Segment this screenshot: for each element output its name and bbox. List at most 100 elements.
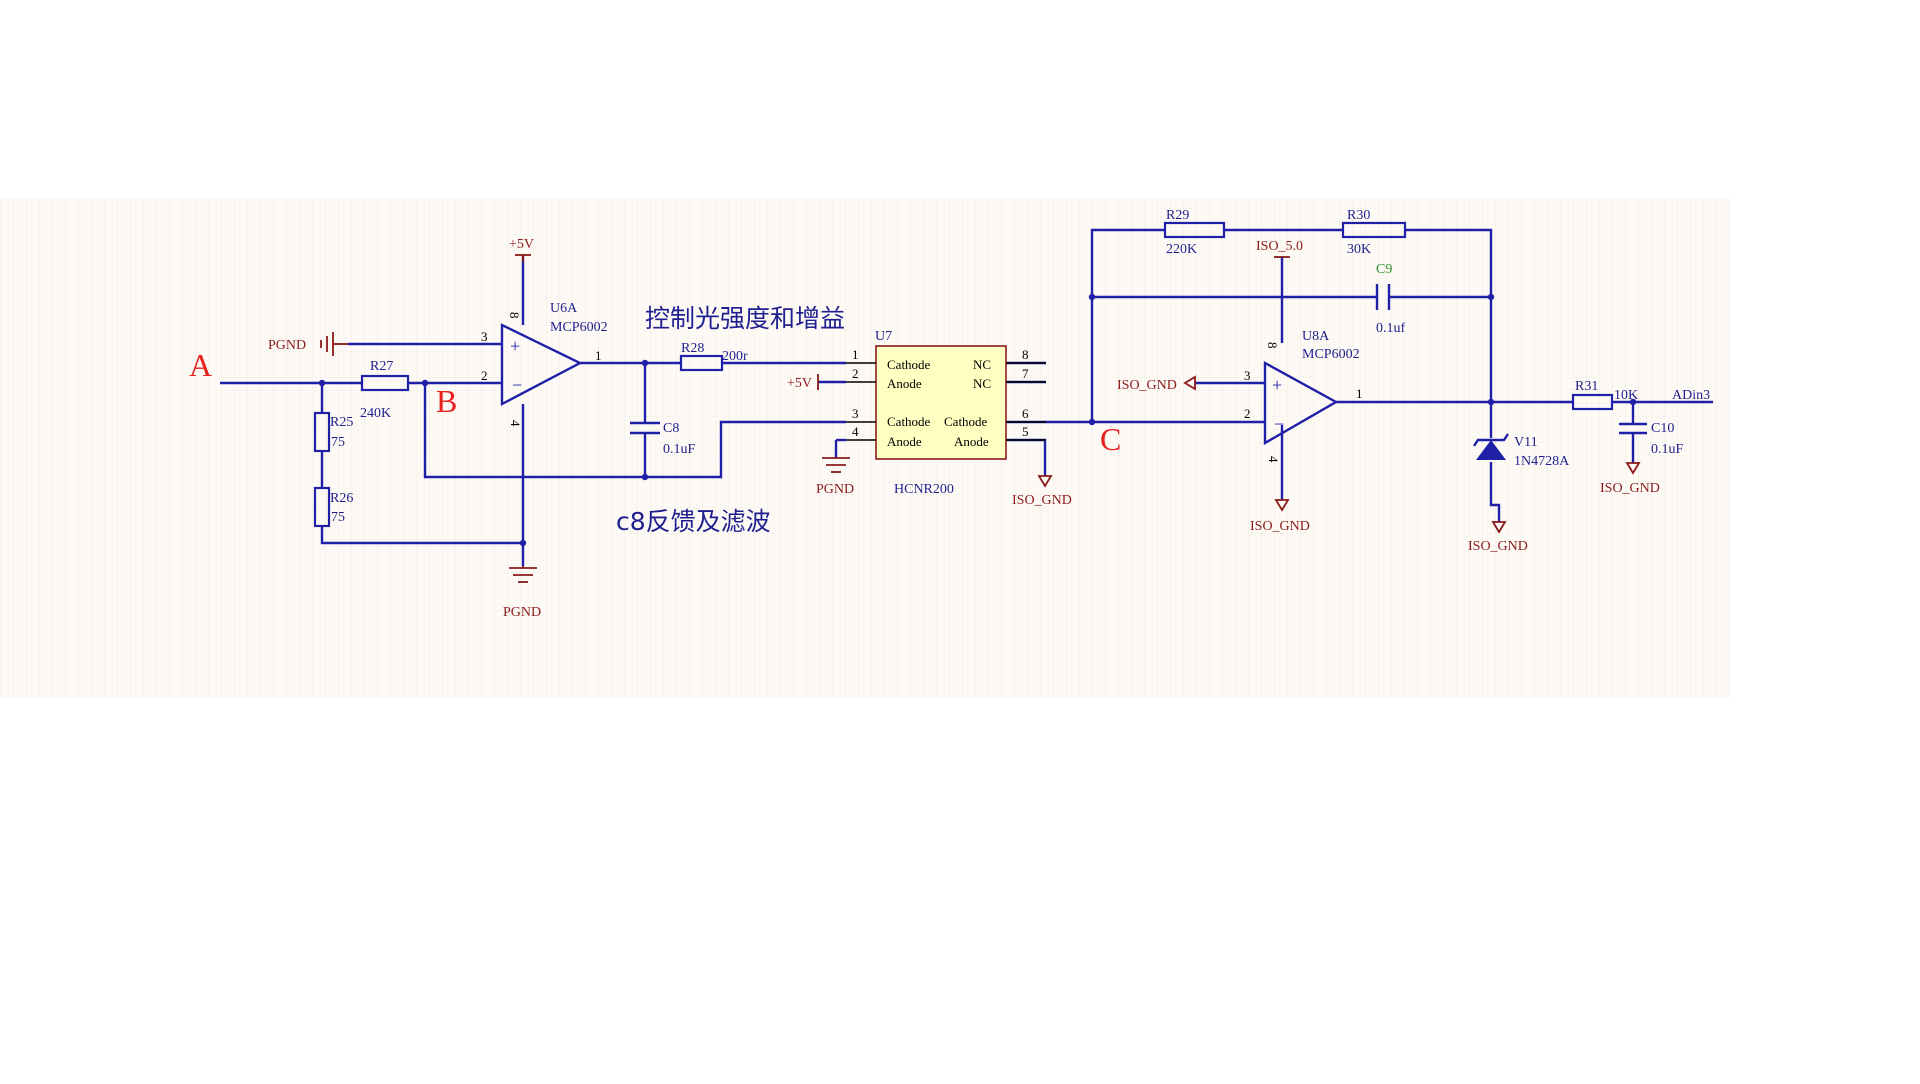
iso-gnd-symbol-u8a: ISO_GND bbox=[1250, 499, 1310, 534]
resistor-r27: R27 240K bbox=[360, 359, 410, 421]
u7-row4-left: Anode bbox=[887, 434, 922, 449]
u7-pin-5: 5 bbox=[1022, 424, 1029, 439]
u8a-pin-1: 1 bbox=[1356, 386, 1363, 401]
u7-row3-left: Cathode bbox=[887, 414, 931, 429]
c8-value: 0.1uF bbox=[663, 442, 696, 457]
svg-text:−: − bbox=[1274, 414, 1284, 434]
plus5v-symbol-u6a: +5V bbox=[509, 237, 534, 262]
resistor-r29: R29 220K bbox=[1163, 208, 1226, 257]
grid-sheet bbox=[0, 198, 1730, 698]
svg-text:+: + bbox=[1272, 375, 1282, 395]
c8-ref: C8 bbox=[663, 421, 679, 436]
r25-ref: R25 bbox=[330, 415, 353, 430]
pgnd-symbol-left: PGND bbox=[268, 332, 348, 356]
resistor-r26: R26 75 bbox=[313, 486, 353, 528]
pgnd-label-u7: PGND bbox=[816, 482, 854, 497]
u8a-pin-2: 2 bbox=[1244, 406, 1251, 421]
u6a-pin-1: 1 bbox=[595, 348, 602, 363]
capacitor-c10: C10 0.1uF bbox=[1619, 421, 1684, 457]
u7-row4-right: Anode bbox=[954, 434, 989, 449]
u8a-part: MCP6002 bbox=[1302, 347, 1360, 362]
capacitor-c9: C9 0.1uf bbox=[1375, 262, 1406, 336]
resistor-r30: R30 30K bbox=[1341, 208, 1407, 257]
optocoupler-u7: U7 HCNR200 Cathode NC Anode NC Cathode C… bbox=[846, 329, 1046, 497]
iso-gnd-symbol-u8a-input: ISO_GND bbox=[1117, 375, 1196, 393]
op-amp-u8a: + − U8A MCP6002 8 4 3 2 1 bbox=[1244, 329, 1363, 463]
iso5v-label: ISO_5.0 bbox=[1256, 239, 1303, 254]
c9-value: 0.1uf bbox=[1376, 321, 1406, 336]
u6a-pin-4: 4 bbox=[508, 420, 523, 427]
u6a-ref: U6A bbox=[550, 301, 578, 316]
note-feedback-filter: c8反馈及滤波 bbox=[616, 507, 771, 536]
r28-ref: R28 bbox=[681, 341, 704, 356]
r31-ref: R31 bbox=[1575, 379, 1598, 394]
r29-value: 220K bbox=[1166, 242, 1197, 257]
u6a-pin-3: 3 bbox=[481, 329, 488, 344]
u7-part: HCNR200 bbox=[894, 482, 954, 497]
resistor-r28: R28 200r bbox=[679, 341, 748, 372]
r29-ref: R29 bbox=[1166, 208, 1189, 223]
note-light-gain: 控制光强度和增益 bbox=[645, 304, 845, 333]
u7-pin-7: 7 bbox=[1022, 366, 1029, 381]
u7-ref: U7 bbox=[875, 329, 892, 344]
r27-value: 240K bbox=[360, 406, 391, 421]
resistor-r25: R25 75 bbox=[313, 411, 353, 453]
r31-value: 10K bbox=[1614, 388, 1638, 403]
v11-part: 1N4728A bbox=[1514, 454, 1570, 469]
wires bbox=[220, 228, 1713, 566]
iso-gnd-label-u8a: ISO_GND bbox=[1250, 519, 1310, 534]
u6a-pin-8: 8 bbox=[507, 312, 522, 319]
pgnd-symbol-u7: PGND bbox=[816, 457, 854, 497]
iso-gnd-label-u7: ISO_GND bbox=[1012, 493, 1072, 508]
iso-gnd-label-zener: ISO_GND bbox=[1468, 539, 1528, 554]
u7-pin-3: 3 bbox=[852, 406, 859, 421]
u8a-pin-4: 4 bbox=[1266, 456, 1281, 463]
r26-ref: R26 bbox=[330, 491, 353, 506]
zener-diode-v11: V11 1N4728A bbox=[1473, 433, 1570, 469]
svg-text:−: − bbox=[512, 375, 522, 395]
u6a-pin-2: 2 bbox=[481, 368, 488, 383]
c10-value: 0.1uF bbox=[1651, 442, 1684, 457]
op-amp-u6a: + − U6A MCP6002 8 4 3 2 1 bbox=[481, 301, 608, 427]
r25-value: 75 bbox=[331, 435, 345, 450]
iso-gnd-symbol-u7: ISO_GND bbox=[1012, 475, 1072, 508]
c9-ref: C9 bbox=[1376, 262, 1392, 277]
r30-ref: R30 bbox=[1347, 208, 1370, 223]
plus5v-label-u7: +5V bbox=[787, 376, 812, 391]
v11-ref: V11 bbox=[1514, 435, 1538, 450]
r30-value: 30K bbox=[1347, 242, 1371, 257]
r27-ref: R27 bbox=[370, 359, 393, 374]
node-b-label: B bbox=[436, 383, 457, 419]
u7-row2-left: Anode bbox=[887, 376, 922, 391]
iso-gnd-symbol-c10: ISO_GND bbox=[1600, 462, 1660, 496]
u7-row1-right: NC bbox=[973, 357, 991, 372]
resistor-r31: R31 10K bbox=[1571, 379, 1638, 411]
u7-pin-1: 1 bbox=[852, 347, 859, 362]
u7-pin-8: 8 bbox=[1022, 347, 1029, 362]
plus5v-symbol-u7: +5V bbox=[787, 374, 819, 391]
u8a-ref: U8A bbox=[1302, 329, 1330, 344]
iso-gnd-label-input: ISO_GND bbox=[1117, 378, 1177, 393]
u7-pin-4: 4 bbox=[852, 424, 859, 439]
r26-value: 75 bbox=[331, 510, 345, 525]
u7-pin-2: 2 bbox=[852, 366, 859, 381]
output-net-label: ADin3 bbox=[1672, 388, 1710, 403]
junction-dots bbox=[318, 293, 1637, 547]
u7-row3-right: Cathode bbox=[944, 414, 988, 429]
pgnd-label-left: PGND bbox=[268, 338, 306, 353]
svg-text:+: + bbox=[510, 336, 520, 356]
pgnd-symbol-bottom: PGND bbox=[503, 566, 541, 620]
capacitor-c8: C8 0.1uF bbox=[630, 421, 696, 457]
u6a-part: MCP6002 bbox=[550, 320, 608, 335]
node-c-label: C bbox=[1100, 421, 1121, 457]
u7-row1-left: Cathode bbox=[887, 357, 931, 372]
iso-gnd-label-c10: ISO_GND bbox=[1600, 481, 1660, 496]
c10-ref: C10 bbox=[1651, 421, 1674, 436]
u8a-pin-3: 3 bbox=[1244, 368, 1251, 383]
u7-pin-6: 6 bbox=[1022, 406, 1029, 421]
pgnd-label-bottom: PGND bbox=[503, 605, 541, 620]
plus5v-label-top: +5V bbox=[509, 237, 534, 252]
iso-gnd-symbol-zener: ISO_GND bbox=[1468, 521, 1528, 554]
r28-value: 200r bbox=[722, 349, 748, 364]
